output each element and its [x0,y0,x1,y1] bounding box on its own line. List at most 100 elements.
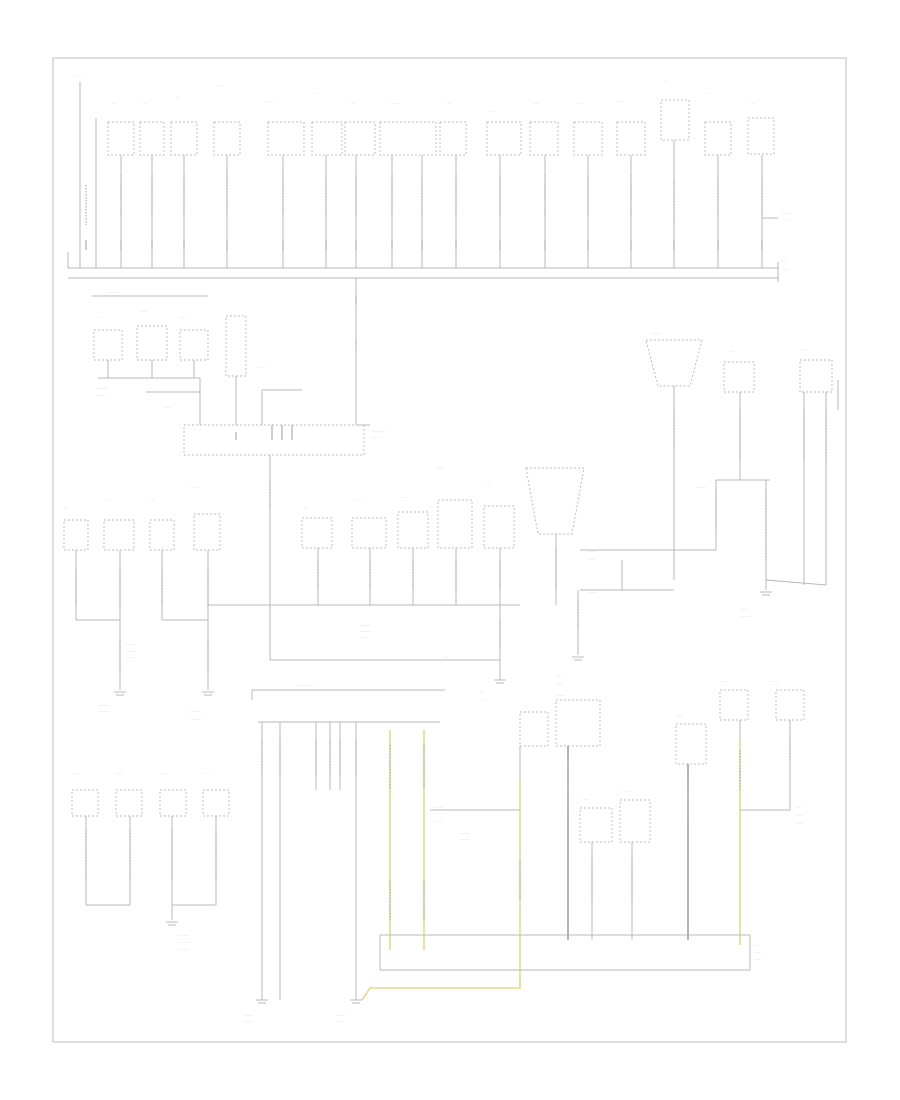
svg-text:.........: ......... [740,607,749,611]
svg-text:........: ........ [720,679,728,683]
svg-text:........: ........ [556,681,564,685]
svg-text:........: ........ [217,83,225,87]
svg-text:..........: .......... [126,642,135,646]
svg-text:.....: ..... [143,101,148,105]
svg-text:.......: ....... [588,557,595,561]
svg-text:............: ............ [460,831,471,835]
svg-text:..................: .................. [296,683,313,687]
middle-left-components: ..... ...... ...... ........ .......... … [63,485,520,721]
svg-text:.........: ......... [556,693,565,697]
svg-text:......: ...... [796,805,802,809]
svg-text:......: ...... [106,497,112,501]
svg-text:.........: ......... [588,549,597,553]
svg-text:........: ........ [782,217,790,221]
svg-text:.........: ......... [434,819,443,823]
svg-text:..........: .......... [178,947,187,951]
svg-text:.........: ......... [770,679,779,683]
middle-center-components: ..... ....... ...... ......... ..... ...… [301,465,585,701]
svg-text:......: ...... [72,771,78,775]
svg-text:............: ............ [178,933,189,937]
svg-text:...........: ........... [126,649,136,653]
svg-text:........: ........ [652,331,660,335]
svg-text:......: ...... [556,673,562,677]
svg-text:......: ...... [750,101,756,105]
svg-text:.....: ..... [730,349,735,353]
svg-text:........: ........ [622,789,630,793]
highlighted-wires [361,730,741,1001]
svg-text:.....: ..... [486,479,491,483]
svg-text:...........: ........... [434,811,444,815]
svg-text:..........: .......... [190,709,199,713]
svg-text:.....: ..... [522,703,527,707]
svg-text:..........: .......... [336,1013,345,1017]
svg-text:....: .... [447,101,451,105]
svg-text:..........: .......... [244,1013,253,1017]
svg-text:...........: ........... [96,393,106,397]
svg-text:......: ...... [577,101,583,105]
svg-text:.....: ..... [304,505,309,509]
svg-text:.......: ....... [796,821,803,825]
svg-text:......: ...... [533,101,539,105]
svg-text:.......: ....... [582,797,589,801]
svg-text:......: ...... [400,495,406,499]
svg-text:......: ...... [754,957,760,961]
svg-text:......: ...... [203,771,209,775]
lower-left-components: ...... ...... ...... ...... ............… [71,771,230,951]
engine-control-module: .................. [251,683,445,1000]
svg-text:........: ........ [754,950,762,954]
svg-text:............: ............ [190,717,201,721]
svg-text:.......: ....... [354,497,361,501]
svg-text:.....: ..... [664,79,669,83]
svg-text:......: ...... [490,109,496,113]
svg-text:...........: ........... [740,614,750,618]
svg-text:..........: .......... [434,805,443,809]
svg-text:....: .... [176,95,180,99]
svg-text:.........: ......... [360,635,369,639]
svg-text:...........: ........... [108,290,118,294]
svg-text:..............: .............. [178,940,191,944]
svg-text:........: ........ [190,485,198,489]
svg-text:.........: ......... [265,99,274,103]
svg-text:.....: ..... [98,315,103,319]
svg-text:...........: ........... [360,623,370,627]
svg-text:........: ........ [336,1019,344,1023]
svg-text:........: ........ [164,405,172,409]
lower-right-components: .......... ........... ......... .......… [379,679,805,971]
svg-text:.....: ..... [314,91,319,95]
svg-text:.....: ..... [64,505,69,509]
svg-text:.....: ..... [180,315,185,319]
top-components: ......... .... ..... .... ........ .....… [74,73,775,156]
svg-text:...............: ............... [372,429,386,433]
svg-text:........: ........ [796,813,804,817]
svg-text:......: ...... [800,347,806,351]
svg-text:.......: ....... [140,309,147,313]
junction-block: ............... ......... [183,389,386,456]
svg-text:........: ........ [676,713,684,717]
svg-text:......: ...... [150,497,156,501]
svg-text:......: ...... [706,91,712,95]
svg-text:........: ........ [244,1019,252,1023]
diagram-frame [52,57,847,1043]
svg-text:......: ...... [160,771,166,775]
svg-text:..........: .......... [98,703,107,707]
svg-text:......: ...... [480,697,486,701]
svg-text:.........: ......... [126,655,135,659]
svg-text:..........: .......... [782,211,791,215]
bottom-ground-points: .......... ........ .......... ........ [244,999,362,1023]
svg-text:.........: ......... [436,465,445,469]
svg-text:........: ........ [616,99,624,103]
svg-text:.....: ..... [350,101,355,105]
svg-text:....: .... [112,101,116,105]
top-ground-bus [67,252,779,282]
svg-text:.........: ......... [588,590,597,594]
svg-text:........: ........ [258,365,266,369]
svg-text:.........: ......... [390,101,399,105]
middle-right-components: ........ ..... ...... ........... ......… [556,331,839,685]
svg-text:............: ............ [360,629,371,633]
svg-text:.............: ............. [96,386,108,390]
upper-left-components: ........... ..... ....... ..... ........… [92,290,266,425]
svg-text:............: ............ [98,709,109,713]
svg-text:......: ...... [782,267,788,271]
svg-text:......: ...... [116,771,122,775]
